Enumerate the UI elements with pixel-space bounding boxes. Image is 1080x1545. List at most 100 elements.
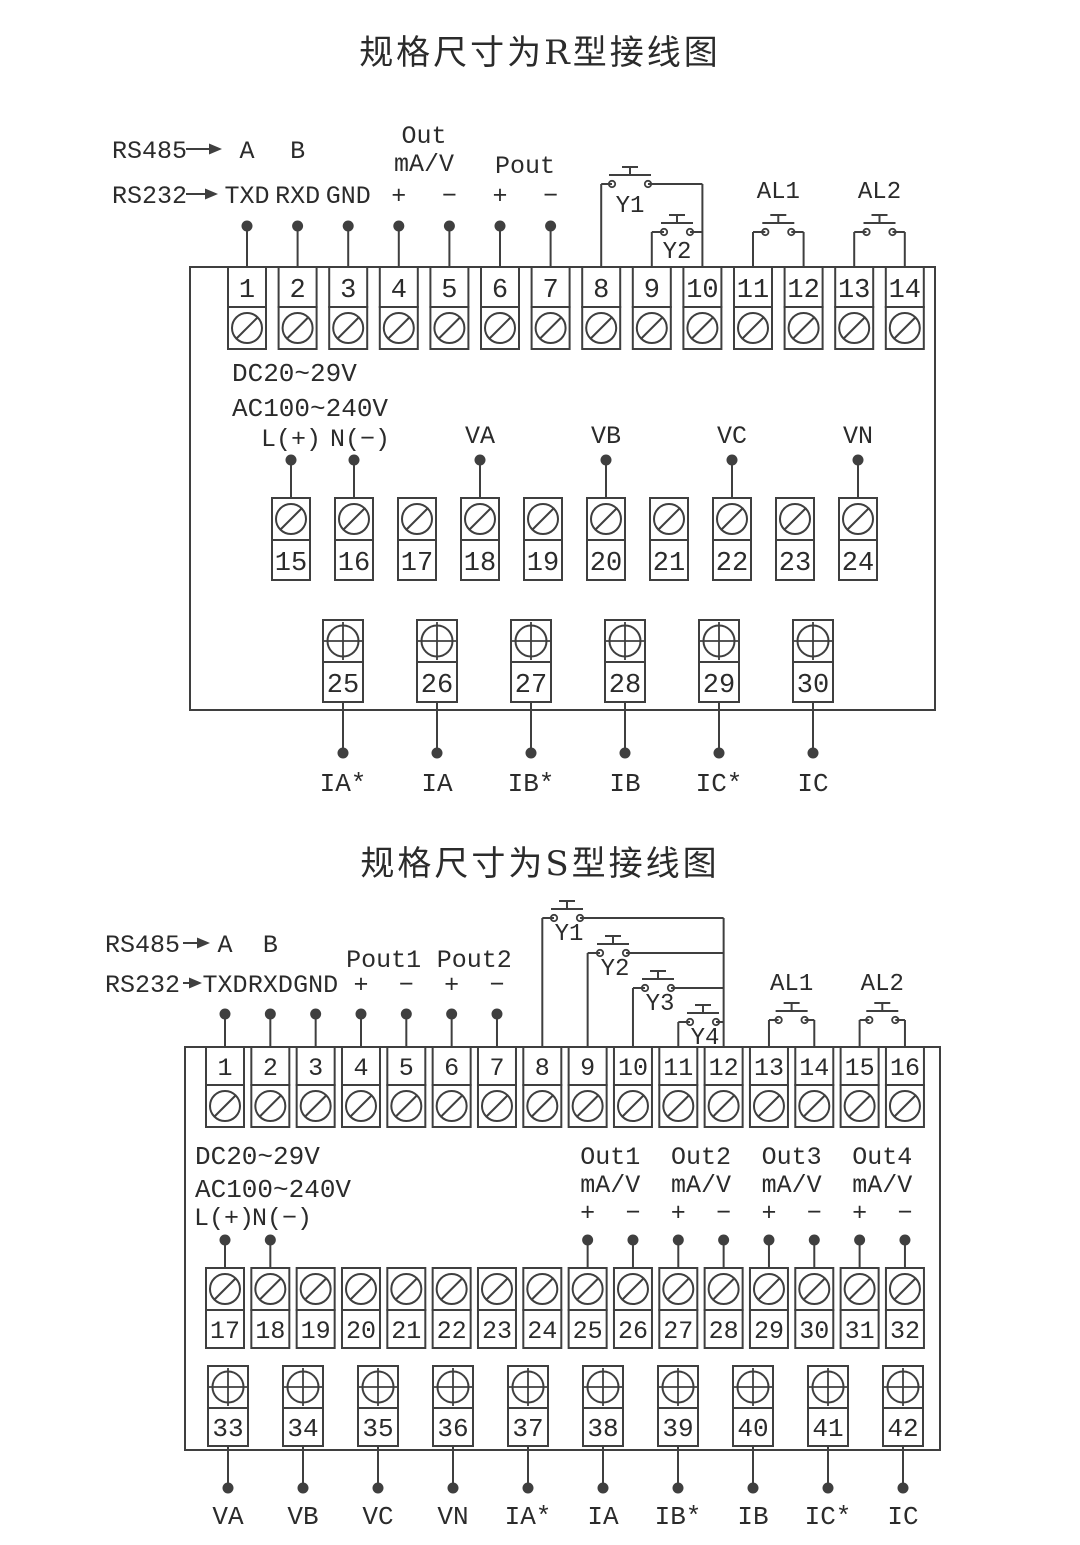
current-terminal [209, 1368, 247, 1406]
rs232-pin: GND [293, 971, 338, 1000]
rs485-pin-b: B [263, 931, 278, 960]
terminal-screw-cell [431, 1084, 472, 1128]
connection-dot [807, 747, 819, 759]
out-label: Out3 [762, 1143, 822, 1172]
rs232-pin: TXD [224, 182, 269, 211]
screw-slot [395, 1277, 418, 1301]
neutral-pin-label: N(−) [330, 425, 390, 454]
screw-head [480, 1273, 513, 1305]
terminal-number: 23 [779, 549, 811, 579]
screw-slot [589, 316, 613, 340]
screw-terminal [254, 1090, 287, 1122]
terminal-number: 14 [889, 276, 921, 306]
alarm-switch [774, 1002, 809, 1025]
connection-dot [447, 1482, 459, 1494]
terminal-screw-cell [522, 1084, 563, 1128]
terminal-number: 21 [653, 549, 685, 579]
screw-terminal [209, 1090, 241, 1122]
screw-terminal [779, 503, 811, 535]
screw-terminal [752, 1273, 785, 1305]
screw-head [843, 1090, 876, 1122]
screw-slot [803, 1277, 826, 1301]
terminal-number: 15 [275, 549, 307, 579]
terminal-number: 6 [492, 276, 508, 306]
terminal-number: 19 [527, 549, 559, 579]
connection-dot [747, 1482, 759, 1494]
rs485-pin-a: A [239, 137, 254, 166]
current-terminal [884, 1368, 922, 1406]
screw-head [390, 1273, 423, 1305]
bottom-pin-label: VC [362, 1502, 393, 1532]
current-terminal [584, 1368, 622, 1406]
current-pin-label: IC [797, 769, 828, 799]
screw-terminal [616, 1090, 649, 1122]
bottom-pin-label: IC [887, 1502, 918, 1532]
terminal-number-cell [748, 1309, 789, 1349]
terminal-number-cell [340, 1309, 381, 1349]
screw-terminal [332, 312, 365, 344]
screw-terminal [585, 312, 618, 344]
screw-slot [741, 316, 765, 340]
terminal-number: 23 [482, 1317, 512, 1346]
out-unit-label: mA/V [671, 1171, 731, 1200]
connection-dot [222, 1482, 234, 1494]
relay-y1-switch [607, 166, 653, 189]
arrow-head [189, 977, 202, 989]
bottom-pin-label: VA [212, 1502, 244, 1532]
terminal-number-cell [612, 1309, 653, 1349]
terminal-number: 35 [362, 1414, 393, 1444]
screw-terminal [480, 1090, 513, 1122]
screw-terminal [254, 1273, 287, 1305]
current-terminal [359, 1368, 397, 1406]
screw-head [338, 503, 370, 535]
terminal-number: 13 [838, 276, 870, 306]
screw-head [299, 1090, 332, 1122]
screw-head [752, 1273, 785, 1305]
screw-head [798, 1273, 831, 1305]
screw-slot [846, 507, 870, 531]
out-plus: + [761, 1199, 776, 1228]
current-terminal [700, 622, 738, 660]
terminal-screw-cell [839, 1084, 880, 1128]
screw-terminal [382, 312, 415, 344]
screw-terminal [390, 1090, 423, 1122]
terminal-number: 31 [845, 1317, 875, 1346]
screw-terminal [590, 503, 622, 535]
current-terminal [809, 1368, 847, 1406]
terminal-number: 28 [609, 671, 641, 701]
current-terminal [509, 1368, 547, 1406]
screw-slot [213, 1277, 237, 1301]
screw-terminal [435, 1090, 468, 1122]
terminal-number: 34 [287, 1414, 318, 1444]
connection-dot [522, 1482, 534, 1494]
screw-terminal [344, 1090, 377, 1122]
terminal-screw-cell [581, 306, 622, 350]
screw-slot [440, 1277, 463, 1301]
terminal-screw-cell [295, 1084, 336, 1128]
screw-head [526, 1090, 559, 1122]
screw-head [390, 1090, 423, 1122]
current-terminal [324, 622, 362, 660]
screw-head [653, 503, 685, 535]
terminal-number-cell [523, 539, 563, 581]
terminal-number-cell [295, 1309, 336, 1349]
screw-slot [792, 316, 815, 340]
screw-head [662, 1273, 695, 1305]
screw-slot [712, 1277, 735, 1301]
bottom-pin-label: IC* [805, 1502, 852, 1532]
terminal-screw-cell [205, 1084, 245, 1128]
screw-terminal [888, 312, 921, 344]
screw-terminal [209, 1273, 241, 1305]
power-ac-label: AC100~240V [195, 1175, 351, 1205]
s-diagram-title: 规格尺寸为S型接线图 [360, 844, 719, 884]
relay-label: Y2 [663, 239, 692, 266]
line-pin-label: L(+) [194, 1204, 254, 1233]
screw-slot [304, 1094, 327, 1118]
out-plus: + [580, 1199, 595, 1228]
screw-head [534, 312, 567, 344]
screw-slot [485, 1277, 509, 1301]
screw-head [275, 503, 307, 535]
screw-slot [893, 1277, 917, 1301]
